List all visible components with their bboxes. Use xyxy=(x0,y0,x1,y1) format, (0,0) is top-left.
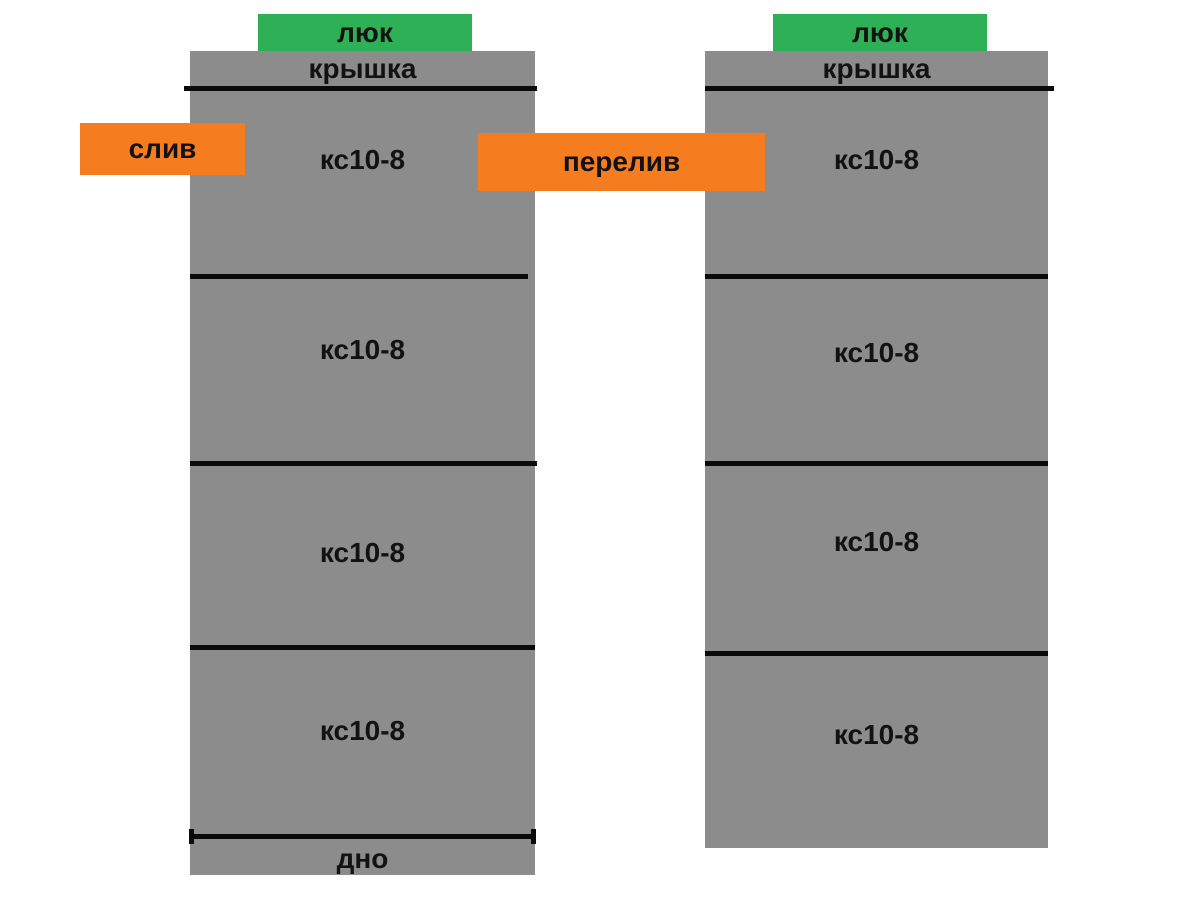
cover-label-left: крышка xyxy=(308,53,417,84)
ring-divider xyxy=(190,461,537,466)
manhole-hatch-left: люк xyxy=(258,14,472,51)
cover-line-right xyxy=(705,86,1054,91)
ring-label: кс10-8 xyxy=(319,715,406,746)
bottom-line-left xyxy=(190,834,535,839)
drain-callout: слив xyxy=(80,123,245,175)
ring-divider xyxy=(705,461,1048,466)
bottom-label-left: дно xyxy=(336,843,389,874)
manhole-hatch-label: люк xyxy=(337,16,393,48)
cover-label-right: крышка xyxy=(822,53,931,84)
overflow-callout-label: перелив xyxy=(562,146,681,177)
ring-divider xyxy=(705,651,1048,656)
ring-label: кс10-8 xyxy=(833,144,920,175)
ring-divider xyxy=(705,274,1048,279)
ring-label: кс10-8 xyxy=(319,334,406,365)
overflow-callout: перелив xyxy=(478,133,765,191)
drain-callout-label: слив xyxy=(128,133,197,164)
ring-label: кс10-8 xyxy=(833,337,920,368)
ring-label: кс10-8 xyxy=(833,719,920,750)
manhole-hatch-label: люк xyxy=(852,16,908,48)
ring-label: кс10-8 xyxy=(833,526,920,557)
ring-label: кс10-8 xyxy=(319,537,406,568)
bottom-line-end-tick xyxy=(189,829,194,844)
ring-divider xyxy=(190,645,535,650)
ring-label: кс10-8 xyxy=(319,144,406,175)
ring-divider xyxy=(190,274,528,279)
cover-line-left xyxy=(184,86,537,91)
manhole-hatch-right: люк xyxy=(773,14,987,51)
bottom-line-end-tick xyxy=(531,829,536,844)
